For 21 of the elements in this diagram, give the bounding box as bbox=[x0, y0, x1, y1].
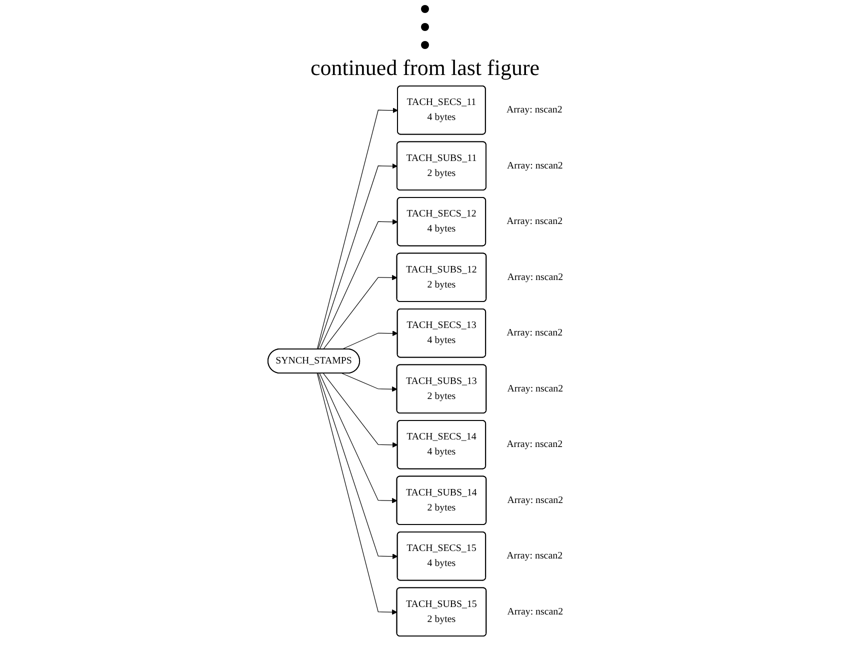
node-label: Array: nscan2 bbox=[506, 550, 563, 562]
arrow bbox=[318, 163, 398, 350]
arrow bbox=[320, 373, 398, 504]
node-label: Array: nscan2 bbox=[507, 494, 564, 506]
arrow bbox=[318, 373, 398, 560]
node-label: Array: nscan2 bbox=[507, 160, 564, 171]
arrow bbox=[320, 219, 398, 350]
node-label: Array: nscan2 bbox=[507, 383, 564, 394]
note-text: continued from last figure bbox=[310, 55, 540, 81]
node-label: Array: nscan2 bbox=[507, 272, 564, 282]
node-label: Array: nscan2 bbox=[506, 328, 563, 338]
arrow bbox=[342, 330, 398, 350]
arrow bbox=[323, 373, 398, 448]
arrow bbox=[342, 373, 398, 392]
arrow bbox=[317, 108, 398, 350]
node-label: Array: nscan2 bbox=[506, 216, 563, 227]
node-label: Array: nscan2 bbox=[507, 606, 564, 617]
node-label: Array: nscan2 bbox=[506, 439, 563, 450]
arrow bbox=[323, 274, 398, 350]
node-label: Array: nscan2 bbox=[506, 104, 563, 116]
arrow bbox=[317, 373, 398, 615]
